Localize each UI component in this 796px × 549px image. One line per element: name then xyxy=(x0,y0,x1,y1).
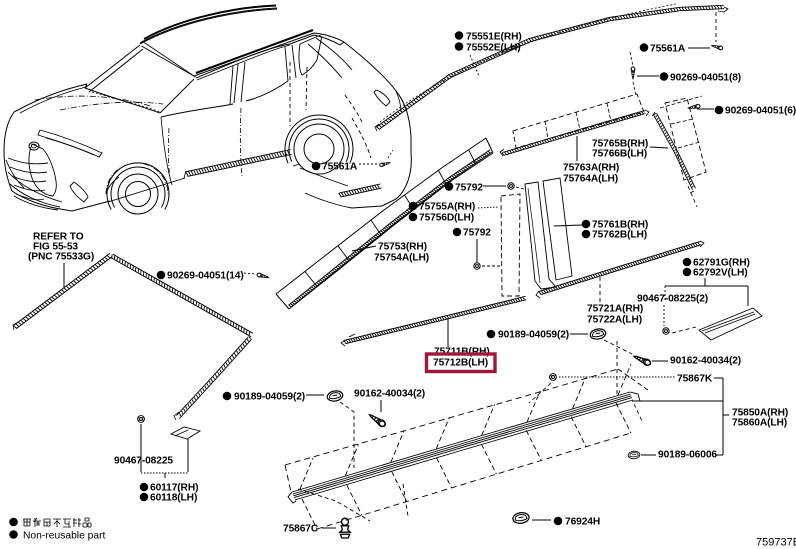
svg-text:75764A(LH): 75764A(LH) xyxy=(563,173,618,184)
svg-text:90467-08225: 90467-08225 xyxy=(114,455,173,466)
svg-text:75792: 75792 xyxy=(463,227,491,238)
svg-text:(PNC 75533G): (PNC 75533G) xyxy=(28,251,94,262)
svg-text:75766B(LH): 75766B(LH) xyxy=(592,148,647,159)
svg-text:75753(RH): 75753(RH) xyxy=(378,241,427,252)
svg-text:75756D(LH): 75756D(LH) xyxy=(419,212,474,223)
svg-text:75850A(RH): 75850A(RH) xyxy=(732,407,788,418)
svg-text:75763A(RH): 75763A(RH) xyxy=(563,162,619,173)
svg-text:75552E(LH): 75552E(LH) xyxy=(466,42,521,53)
svg-text:90269-04051(8): 90269-04051(8) xyxy=(670,72,741,83)
svg-text:FIG 55-53: FIG 55-53 xyxy=(33,241,78,252)
svg-text:62791G(RH): 62791G(RH) xyxy=(693,257,750,268)
svg-text:75792: 75792 xyxy=(455,182,483,193)
svg-text:90269-04051(14): 90269-04051(14) xyxy=(167,270,244,281)
svg-text:60118(LH): 60118(LH) xyxy=(150,492,197,503)
svg-text:Non-reusable part: Non-reusable part xyxy=(23,530,106,541)
svg-text:75765B(RH): 75765B(RH) xyxy=(592,138,648,149)
svg-text:75755A(RH): 75755A(RH) xyxy=(419,201,475,212)
svg-text:75754A(LH): 75754A(LH) xyxy=(374,252,429,263)
svg-text:60117(RH): 60117(RH) xyxy=(150,482,198,493)
svg-text:90162-40034(2): 90162-40034(2) xyxy=(670,355,741,366)
svg-text:75721A(RH): 75721A(RH) xyxy=(587,303,643,314)
svg-text:90189-06006: 90189-06006 xyxy=(658,449,717,460)
svg-text:75867K: 75867K xyxy=(677,373,713,384)
svg-text:90269-04051(6): 90269-04051(6) xyxy=(725,105,796,116)
svg-text:759737B: 759737B xyxy=(756,536,796,548)
svg-text:75860A(LH): 75860A(LH) xyxy=(732,417,787,428)
svg-text:75722A(LH): 75722A(LH) xyxy=(587,314,642,325)
svg-text:62792V(LH): 62792V(LH) xyxy=(693,267,748,278)
svg-text:75711B(RH): 75711B(RH) xyxy=(434,346,490,357)
svg-text:75761B(RH): 75761B(RH) xyxy=(592,219,648,230)
svg-text:REFER TO: REFER TO xyxy=(33,231,84,242)
svg-text:90467-08225(2): 90467-08225(2) xyxy=(637,293,708,304)
svg-text:76924H: 76924H xyxy=(565,516,600,527)
svg-text:90189-04059(2): 90189-04059(2) xyxy=(498,329,569,340)
svg-text:75867C: 75867C xyxy=(283,523,319,534)
svg-text:90162-40034(2): 90162-40034(2) xyxy=(354,388,425,399)
svg-text:75712B(LH): 75712B(LH) xyxy=(433,357,488,368)
svg-text:75762B(LH): 75762B(LH) xyxy=(592,229,647,240)
svg-text:75551E(RH): 75551E(RH) xyxy=(466,31,522,42)
svg-text:75561A: 75561A xyxy=(322,161,358,172)
svg-text:75561A: 75561A xyxy=(650,43,686,54)
svg-text:90189-04059(2): 90189-04059(2) xyxy=(234,391,305,402)
